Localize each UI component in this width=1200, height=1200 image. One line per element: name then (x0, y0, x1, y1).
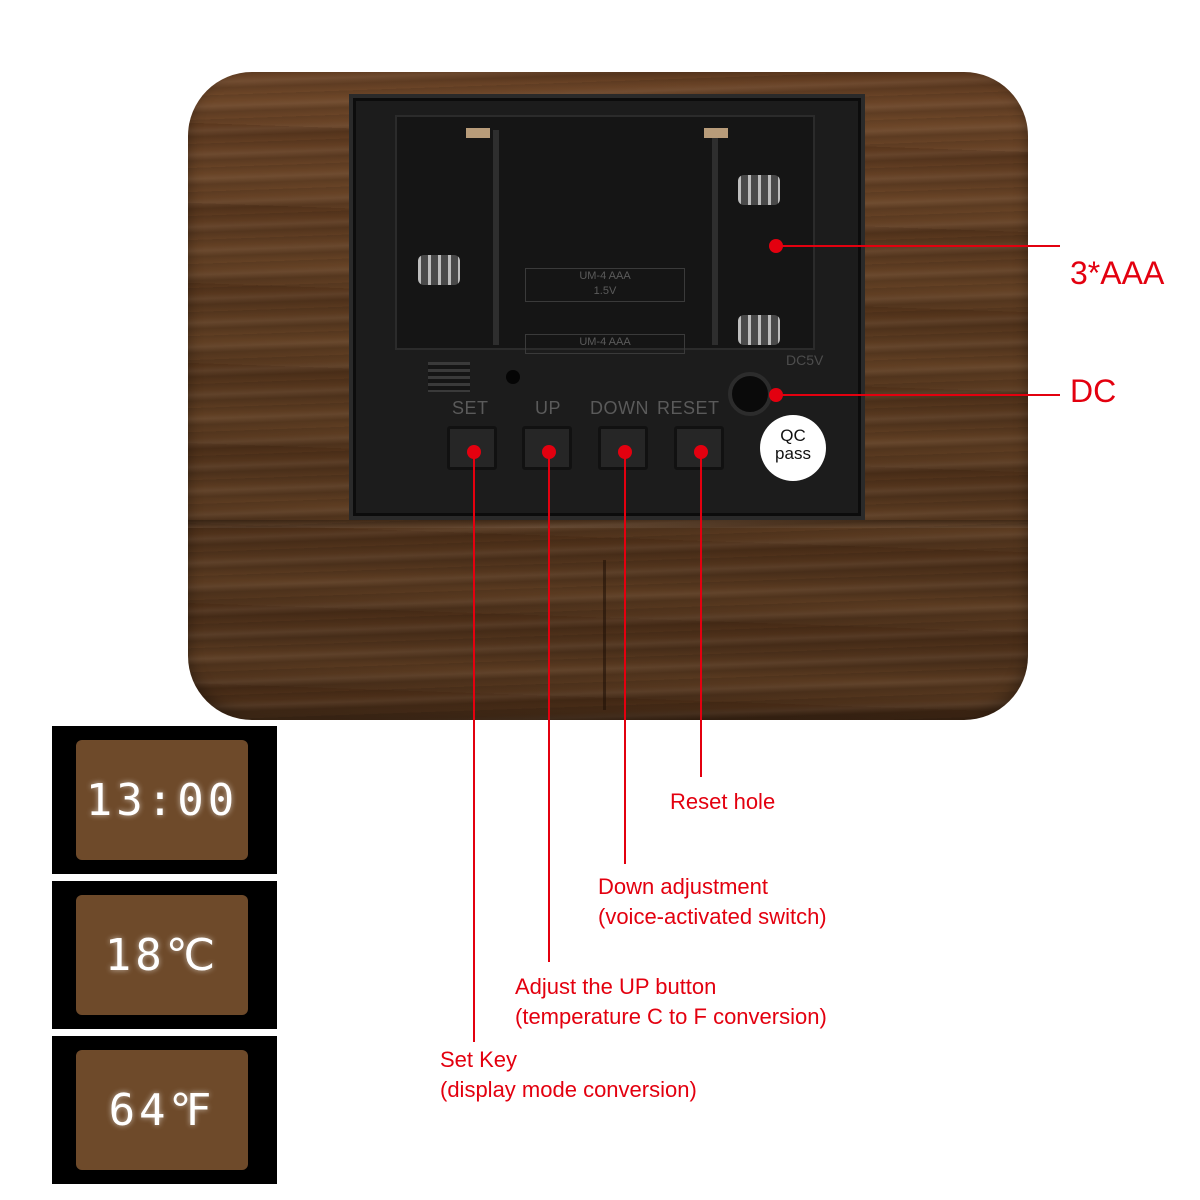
set-callout-line (473, 452, 475, 1042)
battery-callout-line (776, 245, 1060, 247)
led-screen-celsius: 18℃ (76, 895, 248, 1015)
reset-callout-label: Reset hole (670, 789, 776, 814)
display-inset-time: 13:00 (52, 726, 277, 874)
dc-callout-line (776, 394, 1060, 396)
battery-contact (704, 128, 728, 138)
down-callout-title: Down adjustment (598, 874, 768, 899)
reset-callout-line (700, 452, 702, 777)
up-callout-title: Adjust the UP button (515, 974, 717, 999)
display-inset-celsius: 18℃ (52, 881, 277, 1029)
up-callout-line (548, 452, 550, 962)
set-callout-label: Set Key (display mode conversion) (440, 1045, 697, 1105)
led-screen-fahrenheit: 64℉ (76, 1050, 248, 1170)
down-button-label: DOWN (590, 398, 649, 418)
bay-divider-left (493, 130, 499, 345)
qc-pass-text: pass (775, 444, 811, 463)
down-callout-label: Down adjustment (voice-activated switch) (598, 872, 827, 932)
set-callout-desc: (display mode conversion) (440, 1077, 697, 1102)
up-callout-desc: (temperature C to F conversion) (515, 1004, 827, 1029)
clock-edge (188, 520, 1028, 528)
down-callout-desc: (voice-activated switch) (598, 904, 827, 929)
speaker-grille (428, 362, 470, 392)
dc-jack[interactable] (728, 372, 772, 416)
set-callout-title: Set Key (440, 1047, 518, 1072)
reset-button-label: RESET (657, 398, 720, 418)
battery-contact (466, 128, 490, 138)
up-callout-label: Adjust the UP button (temperature C to F… (515, 972, 827, 1032)
battery-compartment (395, 115, 815, 350)
wood-seam (603, 560, 606, 710)
dc-callout-label: DC (1070, 373, 1117, 409)
set-button-label: SET (452, 398, 489, 418)
battery-callout-label: 3*AAA (1070, 255, 1165, 291)
battery-spring (738, 175, 780, 205)
battery-spring (418, 255, 460, 285)
battery-cell-label: UM-4 AAA (525, 334, 685, 354)
down-callout-line (624, 452, 626, 864)
qc-pass-sticker: QC pass (760, 415, 826, 481)
battery-spring (738, 315, 780, 345)
dc-jack-marking: DC5V (786, 352, 824, 368)
display-inset-fahrenheit: 64℉ (52, 1036, 277, 1184)
qc-text: QC (780, 426, 806, 445)
led-screen-time: 13:00 (76, 740, 248, 860)
bay-divider-right (712, 130, 718, 345)
up-button-label: UP (535, 398, 562, 418)
battery-cell-label: UM-4 AAA 1.5V (525, 268, 685, 302)
microphone-hole (506, 370, 520, 384)
